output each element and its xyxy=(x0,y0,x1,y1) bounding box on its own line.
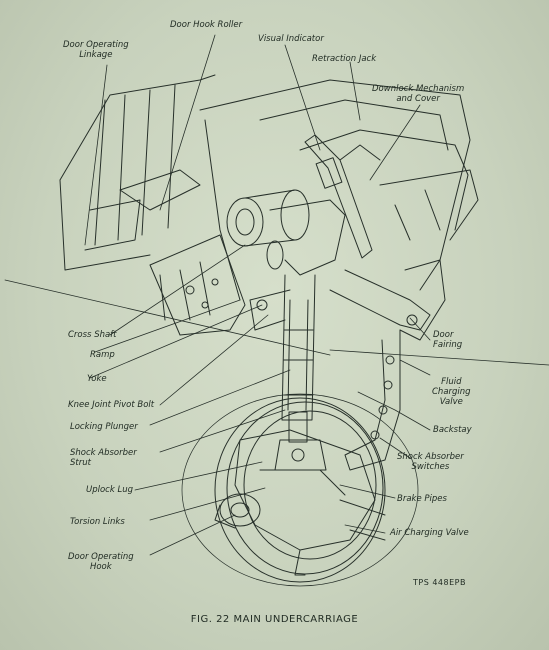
label-air-charging-valve: Air Charging Valve xyxy=(390,528,469,538)
label-locking-plunger: Locking Plunger xyxy=(70,422,138,432)
backstay xyxy=(329,269,431,471)
yoke xyxy=(249,289,291,331)
label-knee-joint-pivot-bolt: Knee Joint Pivot Bolt xyxy=(68,400,155,410)
label-retraction-jack: Retraction Jack xyxy=(312,54,377,64)
label-door-operating-hook: Door Operating Hook xyxy=(68,552,134,572)
label-uplock-lug: Uplock Lug xyxy=(86,485,133,495)
label-ramp: Ramp xyxy=(90,350,115,360)
label-yoke: Yoke xyxy=(87,374,107,384)
retraction-jack xyxy=(304,134,381,259)
label-fluid-charging-valve: Fluid Charging Valve xyxy=(432,377,471,407)
drawing-reference: TPS 448EPB xyxy=(413,578,466,587)
label-brake-pipes: Brake Pipes xyxy=(397,494,447,504)
label-door-hook-roller: Door Hook Roller xyxy=(170,20,243,30)
cross-shaft xyxy=(226,189,346,276)
wheel xyxy=(181,393,419,587)
label-door-operating-linkage: Door Operating Linkage xyxy=(63,40,129,60)
label-visual-indicator: Visual Indicator xyxy=(258,34,324,44)
label-downlock-mechanism: Downlock Mechanism and Cover xyxy=(372,84,465,104)
door-fairing xyxy=(399,259,446,341)
label-door-fairing: Door Fairing xyxy=(433,330,463,350)
leader-lines xyxy=(4,34,549,556)
label-torsion-links: Torsion Links xyxy=(70,517,125,527)
label-cross-shaft: Cross Shaft xyxy=(68,330,117,340)
figure-caption: FIG. 22 MAIN UNDERCARRIAGE xyxy=(190,614,359,625)
label-shock-absorber-strut: Shock Absorber Strut xyxy=(70,448,137,468)
airframe-structure xyxy=(59,74,479,336)
label-shock-absorber-switches: Shock Absorber Switches xyxy=(397,452,464,472)
label-backstay: Backstay xyxy=(433,425,472,435)
